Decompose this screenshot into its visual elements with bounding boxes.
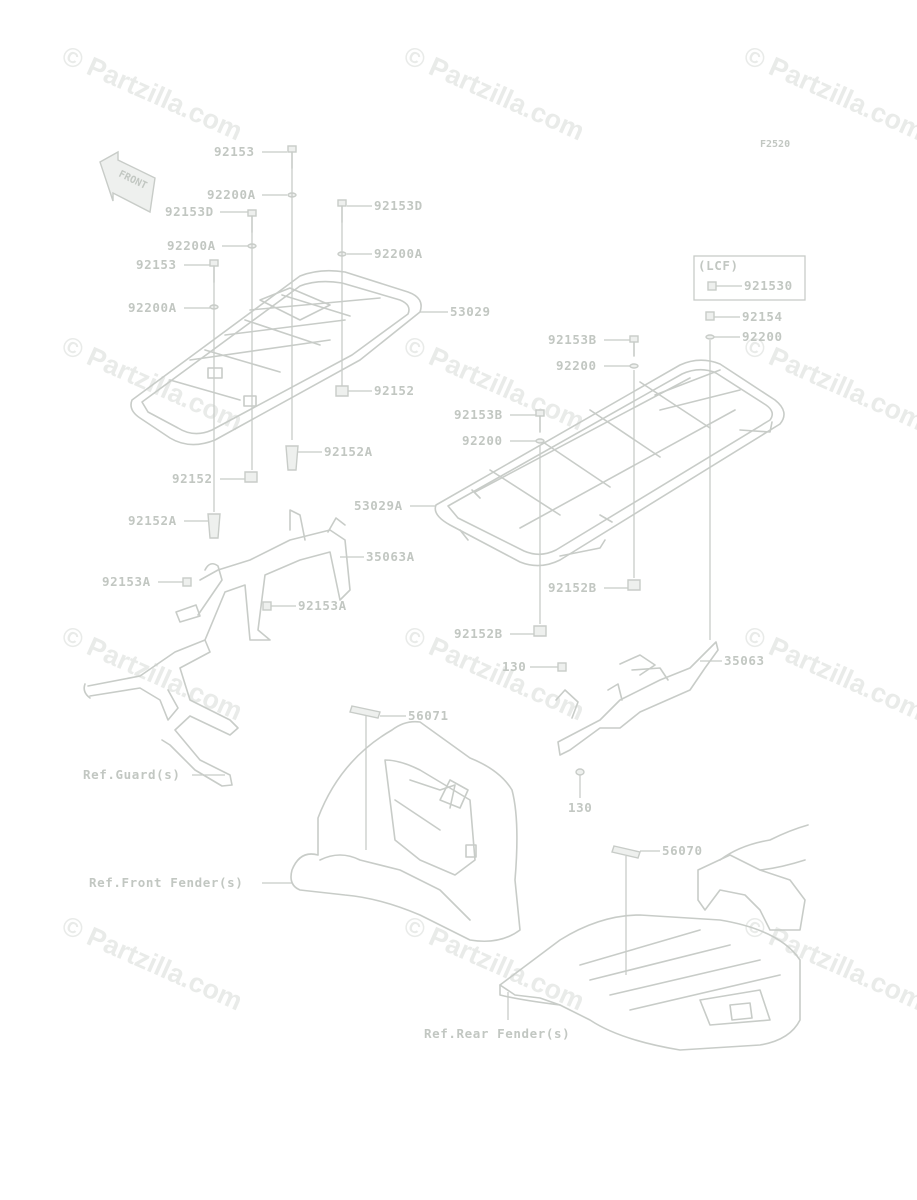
figure-code: F2520 <box>760 139 790 150</box>
callout-35063: 35063 <box>724 653 765 668</box>
variant-box: (LCF) 921530 <box>693 255 806 301</box>
watermark: © Partzilla.com <box>58 910 247 1016</box>
front-fender <box>290 720 521 943</box>
watermark: © Partzilla.com <box>740 910 917 1016</box>
watermark: © Partzilla.com <box>400 910 589 1016</box>
watermark: © Partzilla.com <box>58 40 247 146</box>
callout-921530: 921530 <box>744 278 793 293</box>
callout-92200A: 92200A <box>167 238 216 253</box>
callout-92200: 92200 <box>556 358 597 373</box>
front-arrow-icon: FRONT <box>99 150 156 214</box>
stay-35063 <box>555 641 719 756</box>
stay-35063A <box>197 509 351 641</box>
callout-92200: 92200 <box>462 433 503 448</box>
left-hardware <box>182 145 349 611</box>
callout-92153A: 92153A <box>102 574 151 589</box>
callout-35063A: 35063A <box>366 549 415 564</box>
ref-front-fender: Ref.Front Fender(s) <box>89 875 243 890</box>
right-hardware <box>533 311 715 776</box>
callout-130: 130 <box>502 659 526 674</box>
callout-92152A: 92152A <box>128 513 177 528</box>
label-56070 <box>611 845 641 859</box>
callout-92200A: 92200A <box>374 246 423 261</box>
callout-92152B: 92152B <box>454 626 503 641</box>
callout-92200A: 92200A <box>207 187 256 202</box>
variant-label: (LCF) <box>698 258 739 273</box>
callout-92153B: 92153B <box>548 332 597 347</box>
left-leaders <box>158 151 448 776</box>
ref-rear-fender: Ref.Rear Fender(s) <box>424 1026 570 1041</box>
front-carrier-53029 <box>130 269 422 446</box>
callout-92154: 92154 <box>742 309 783 324</box>
callout-92153: 92153 <box>136 257 177 272</box>
callout-92152B: 92152B <box>548 580 597 595</box>
bolt-icon <box>287 145 297 153</box>
watermark: © Partzilla.com <box>740 40 917 146</box>
callout-92153: 92153 <box>214 144 255 159</box>
callout-53029A: 53029A <box>354 498 403 513</box>
watermark: © Partzilla.com <box>400 40 589 146</box>
callout-92153D: 92153D <box>165 204 214 219</box>
watermark: © Partzilla.com <box>740 620 917 726</box>
rear-carrier-53029A <box>434 359 785 567</box>
rear-fender <box>499 824 809 1051</box>
callout-92153A: 92153A <box>298 598 347 613</box>
label-56071 <box>349 705 381 719</box>
right-callouts: 92154 92200 92153B 92200 92153B 92200 53… <box>354 309 783 815</box>
callout-130: 130 <box>568 800 592 815</box>
callout-92200: 92200 <box>742 329 783 344</box>
ref-guard: Ref.Guard(s) <box>83 767 181 782</box>
callout-56070: 56070 <box>662 843 703 858</box>
right-leaders <box>410 316 740 798</box>
callout-92152: 92152 <box>374 383 415 398</box>
callout-92153B: 92153B <box>454 407 503 422</box>
watermark-layer: © Partzilla.com © Partzilla.com © Partzi… <box>58 40 917 1016</box>
guard-bracket <box>83 604 239 787</box>
callout-92152A: 92152A <box>324 444 373 459</box>
callout-56071: 56071 <box>408 708 449 723</box>
callout-92152: 92152 <box>172 471 213 486</box>
callout-92153D: 92153D <box>374 198 423 213</box>
callout-92200A: 92200A <box>128 300 177 315</box>
left-callouts: 92153 92200A 92153D 92153D 92200A 92200A… <box>83 144 491 782</box>
watermark: © Partzilla.com <box>58 620 247 726</box>
callout-53029: 53029 <box>450 304 491 319</box>
watermark: © Partzilla.com <box>740 330 917 436</box>
